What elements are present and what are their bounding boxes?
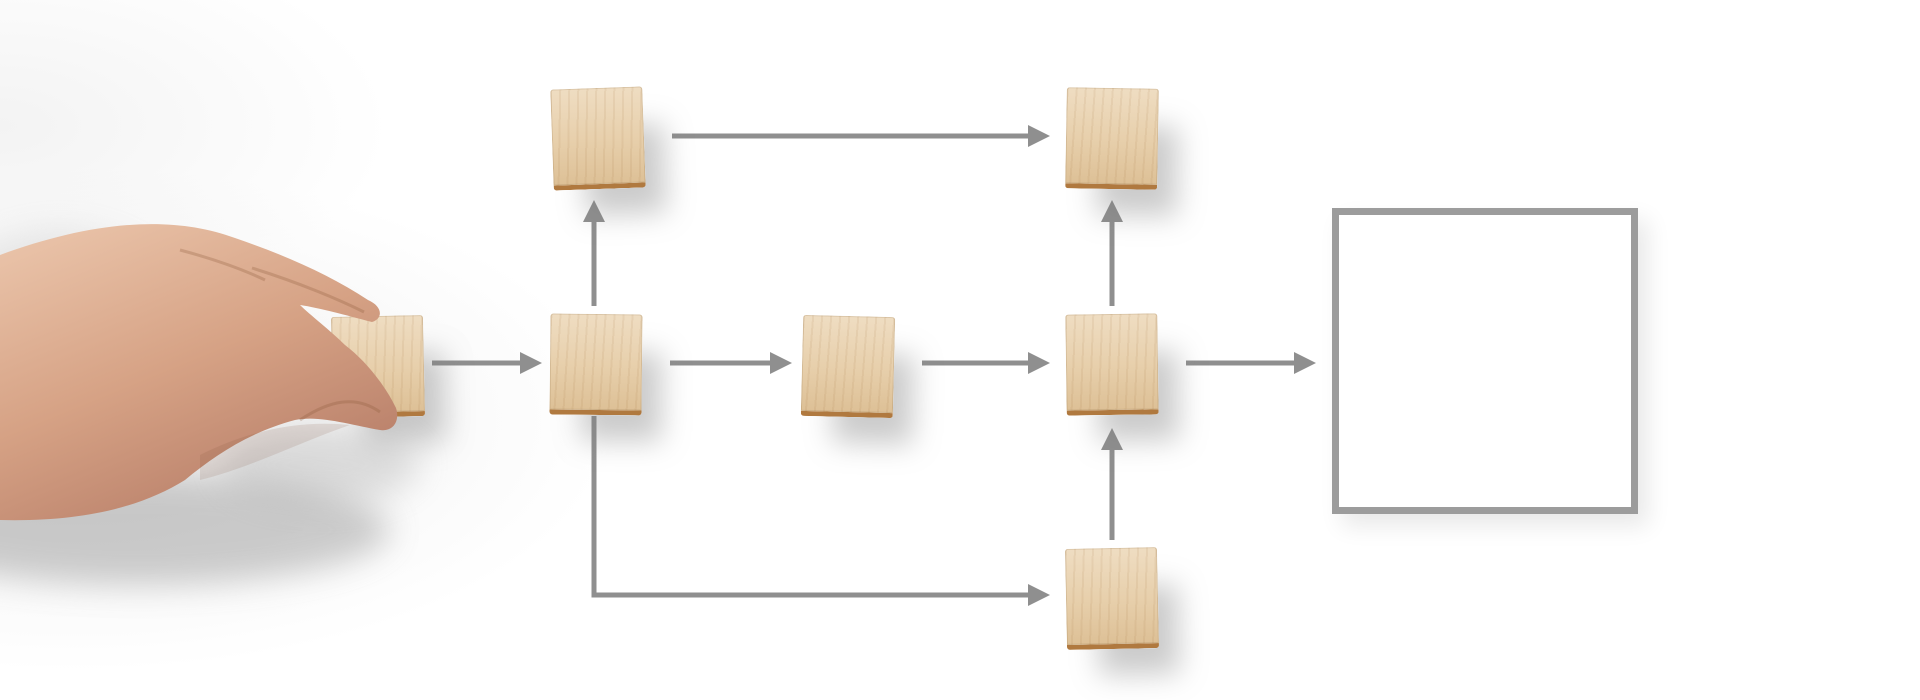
top-right-wooden-block bbox=[1065, 87, 1159, 190]
middle-wooden-block bbox=[800, 314, 896, 419]
hand-shading bbox=[200, 423, 350, 480]
top-left-wooden-block bbox=[550, 86, 646, 191]
target-square-frame bbox=[1332, 208, 1638, 514]
right-hub-wooden-block bbox=[1065, 313, 1159, 416]
hub-wooden-block bbox=[549, 313, 643, 416]
bottom-wooden-block bbox=[1064, 547, 1160, 650]
arrow-hub-to-bottom bbox=[591, 416, 1050, 606]
held-wooden-block bbox=[330, 315, 426, 418]
